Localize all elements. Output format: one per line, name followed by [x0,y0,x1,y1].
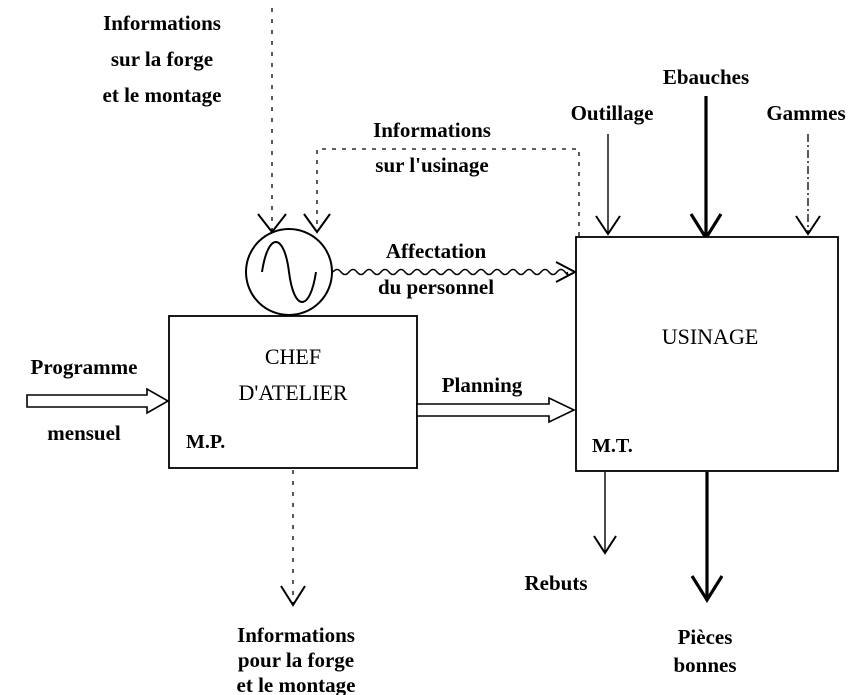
usinage-title: USINAGE [662,324,759,349]
label-outillage: Outillage [571,101,654,125]
arrow-outillage [595,134,621,236]
label-pieces-bonnes: Pièces bonnes [673,625,736,677]
arrow-info-usinage [303,148,580,236]
svg-text:du personnel: du personnel [378,275,494,299]
usinage-tag: M.T. [592,435,633,457]
label-planning: Planning [442,373,523,397]
label-affectation: Affectation du personnel [378,239,494,299]
box-usinage: USINAGE M.T. [575,236,839,472]
label-ebauches: Ebauches [663,65,749,89]
svg-text:et le montage: et le montage [103,83,222,107]
svg-text:bonnes: bonnes [673,653,736,677]
svg-text:Informations: Informations [373,118,491,142]
label-programme: Programme [31,355,138,379]
label-rebuts: Rebuts [524,571,587,595]
svg-text:pour la forge: pour la forge [238,648,354,672]
arrow-affectation [332,261,578,283]
label-info-forge-in: Informations sur la forge et le montage [103,11,222,107]
svg-text:Informations: Informations [237,623,355,647]
chef-atelier-title-2: D'ATELIER [238,380,347,405]
arrow-gammes [795,134,821,236]
label-info-forge-out: Informations pour la forge et le montage [237,623,356,695]
svg-text:Informations: Informations [103,11,221,35]
label-gammes: Gammes [766,101,845,125]
arrow-programme-mensuel [26,387,170,415]
regulator-circle [245,228,333,316]
arrow-info-forge-in [257,8,287,234]
arrow-info-forge-out [280,470,306,607]
svg-text:Affectation: Affectation [386,239,487,263]
sine-wave-icon [261,241,317,303]
arrow-planning [416,396,576,424]
svg-text:et le montage: et le montage [237,673,356,695]
chef-atelier-title-1: CHEF [265,344,321,369]
label-mensuel: mensuel [47,421,121,445]
svg-text:Pièces: Pièces [678,625,733,649]
arrow-rebuts [593,472,617,555]
arrow-ebauches [689,96,723,242]
arrow-pieces-bonnes [690,472,724,604]
box-chef-atelier: CHEF D'ATELIER M.P. [168,315,418,469]
chef-atelier-tag: M.P. [186,431,225,453]
svg-text:sur la forge: sur la forge [111,47,213,71]
label-info-usinage: Informations sur l'usinage [373,118,491,177]
svg-text:sur l'usinage: sur l'usinage [375,153,488,177]
